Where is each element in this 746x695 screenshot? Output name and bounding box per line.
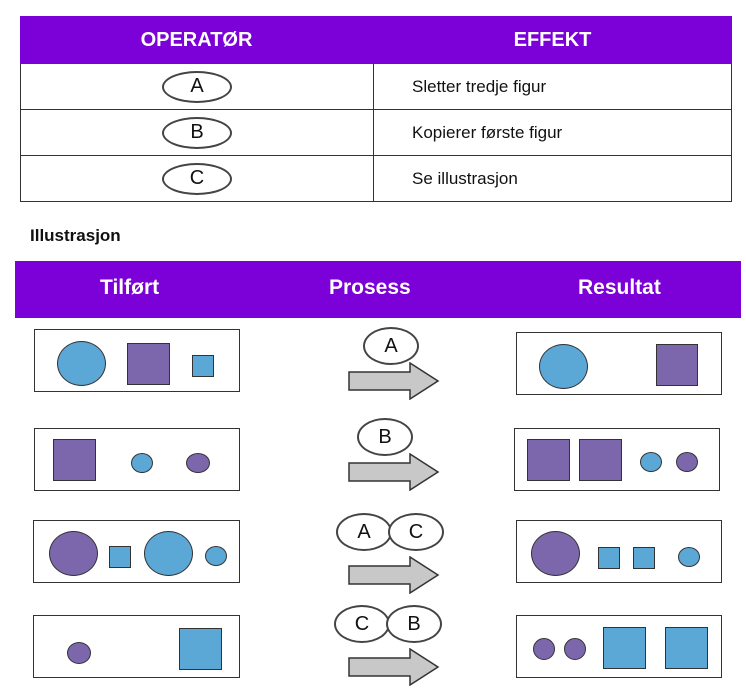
operator-table: OPERATØR EFFEKT A Sletter tredje figur B… [20, 16, 732, 202]
blue-circle [205, 546, 227, 566]
blue-square [633, 547, 655, 569]
header-process: Prosess [329, 276, 411, 299]
operator-c-oval: C [334, 605, 390, 643]
input-box [34, 329, 240, 392]
blue-square [109, 546, 131, 568]
arrow-icon [348, 362, 440, 400]
process-operators: A C [336, 513, 444, 551]
blue-circle [144, 531, 193, 576]
arrow-icon [348, 453, 440, 491]
result-box [516, 332, 722, 395]
operator-c-oval: C [162, 162, 232, 195]
blue-square [179, 628, 222, 670]
operator-table-header: OPERATØR EFFEKT [20, 16, 732, 64]
arrow-icon [348, 556, 440, 594]
illustration-title: Illustrasjon [30, 226, 121, 245]
purple-square [527, 439, 570, 481]
table-row: B Kopierer første figur [20, 110, 732, 156]
operator-a-oval: A [336, 513, 392, 551]
blue-circle [57, 341, 106, 386]
input-box [33, 615, 240, 678]
effect-text: Kopierer første figur [412, 122, 563, 142]
operator-b-oval: B [386, 605, 442, 643]
operator-a-oval: A [162, 70, 232, 103]
blue-circle [131, 453, 153, 473]
table-row: A Sletter tredje figur [20, 64, 732, 110]
purple-circle [676, 452, 698, 472]
header-result: Resultat [578, 276, 661, 299]
operator-c-oval: C [388, 513, 444, 551]
blue-square [598, 547, 620, 569]
result-box [516, 520, 722, 583]
blue-circle [678, 547, 700, 567]
blue-square [192, 355, 214, 377]
header-input: Tilført [100, 276, 160, 299]
purple-square [127, 343, 170, 385]
process-operators: C B [334, 605, 442, 643]
purple-square [656, 344, 698, 386]
purple-circle [186, 453, 210, 473]
purple-square [579, 439, 622, 481]
header-effect: EFFEKT [513, 28, 592, 51]
effect-text: Sletter tredje figur [412, 76, 547, 96]
blue-square [603, 627, 646, 669]
result-box [516, 615, 722, 678]
arrow-icon [348, 648, 440, 686]
blue-square [665, 627, 708, 669]
table-row: C Se illustrasjon [20, 156, 732, 202]
purple-circle [67, 642, 91, 664]
purple-circle [564, 638, 586, 660]
blue-circle [640, 452, 662, 472]
purple-circle [49, 531, 98, 576]
result-box [514, 428, 720, 491]
purple-circle [533, 638, 555, 660]
effect-text: Se illustrasjon [412, 168, 518, 188]
illustration-header: Tilført Prosess Resultat [15, 261, 741, 318]
purple-square [53, 439, 96, 481]
purple-circle [531, 531, 580, 576]
process-operators: A [363, 327, 419, 365]
process-operators: B [357, 418, 413, 456]
operator-b-oval: B [357, 418, 413, 456]
input-box [33, 520, 240, 583]
input-box [34, 428, 240, 491]
operator-a-oval: A [363, 327, 419, 365]
operator-b-oval: B [162, 116, 232, 149]
header-operator: OPERATØR [140, 28, 253, 51]
blue-circle [539, 344, 588, 389]
